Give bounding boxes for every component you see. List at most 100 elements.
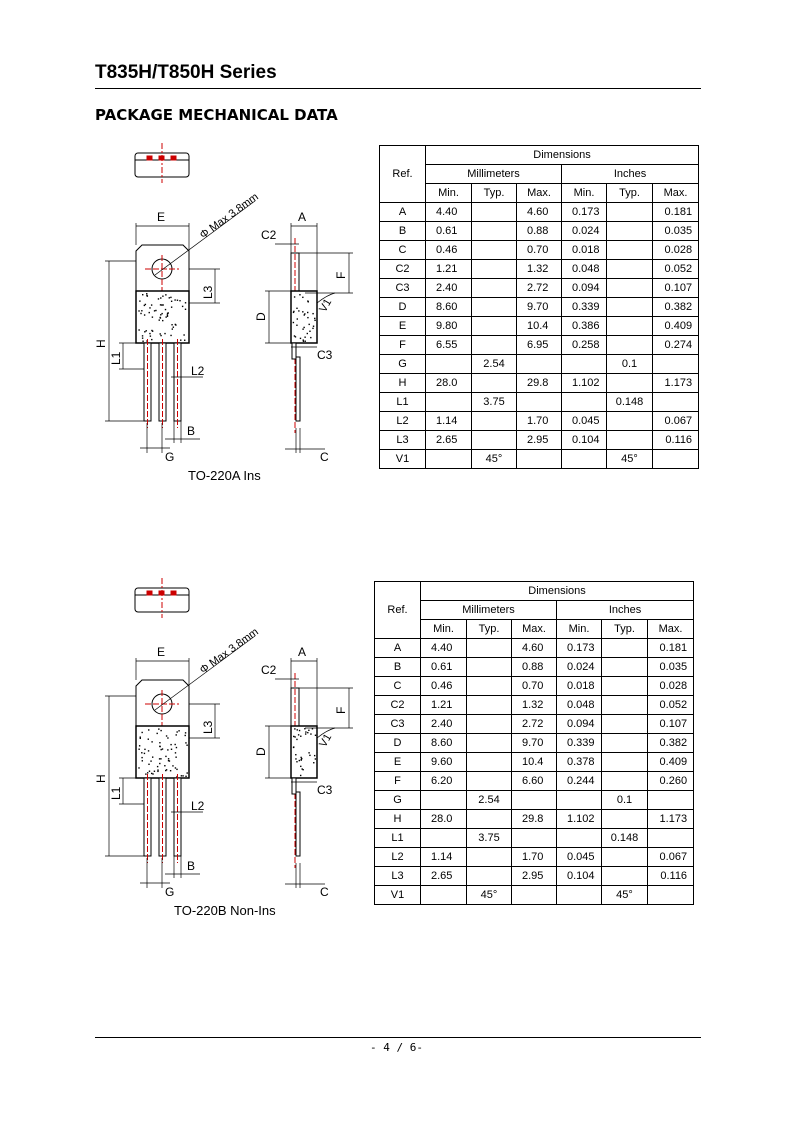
table-ref-cell: B [379,221,426,241]
table-head-mm: Millimeters [420,600,557,620]
table-cell [471,202,517,222]
table-cell [471,278,517,298]
dim-label-c3: C3 [317,783,333,797]
table-cell: 29.8 [511,809,557,829]
table-cell [606,430,653,450]
table-ref-cell: A [379,202,426,222]
table-cell: 0.048 [556,695,602,715]
table-cell [601,733,648,753]
table-cell [471,373,517,393]
table-cell: 6.95 [516,335,562,355]
package-caption-2: TO-220B Non-Ins [174,903,276,918]
table-cell: 1.70 [516,411,562,431]
dim-label-g: G [165,450,174,464]
dim-label-l2: L2 [191,799,205,813]
table-cell [466,695,512,715]
table-cell: 0.88 [511,657,557,677]
table-cell: 28.0 [425,373,472,393]
table-cell [471,259,517,279]
dim-label-a: A [298,645,306,659]
table-ref-cell: D [379,297,426,317]
table-cell: 0.107 [646,714,695,734]
table-ref-cell: F [374,771,421,791]
table-cell [471,335,517,355]
dim-label-a: A [298,210,306,224]
table-cell: 9.80 [425,316,472,336]
dim-label-e: E [157,645,165,659]
table-cell: 45° [466,885,512,905]
table-subhead: Min. [556,619,602,639]
table-subhead: Max. [511,619,557,639]
table-ref-cell: G [374,790,421,810]
table-cell [511,790,557,810]
table-cell: 2.65 [425,430,472,450]
dim-label-c2: C2 [261,663,277,677]
footer-rule [95,1037,701,1038]
table-cell: 0.104 [556,866,602,886]
table-cell: 0.88 [516,221,562,241]
table-cell: 0.028 [651,240,700,260]
dim-label-phi: Φ Max 3.8mm [198,626,261,676]
table-cell: 2.72 [511,714,557,734]
table-ref-cell: E [379,316,426,336]
dimensions-table-2: Ref. Dimensions Millimeters Inches Min.T… [374,581,695,905]
table-cell [425,449,472,469]
table-cell [511,828,557,848]
table-ref-cell: F [379,335,426,355]
table-subhead: Max. [651,183,700,203]
table-cell [466,676,512,696]
table-cell: 1.14 [425,411,472,431]
table-subhead: Max. [516,183,562,203]
table-cell [420,828,467,848]
package-caption-1: TO-220A Ins [188,468,261,483]
header-rule [95,88,701,89]
table-subhead: Min. [561,183,607,203]
table-cell: 0.378 [556,752,602,772]
table-cell: 10.4 [516,316,562,336]
table-cell [601,638,648,658]
dim-label-c3: C3 [317,348,333,362]
table-cell: 0.181 [646,638,695,658]
table-cell: 8.60 [420,733,467,753]
dim-label-v1: V1 [317,297,334,315]
table-cell [466,866,512,886]
table-cell: 0.067 [646,847,695,867]
table-cell: 6.20 [420,771,467,791]
table-cell: 0.260 [646,771,695,791]
table-cell [606,240,653,260]
table-cell: 0.1 [606,354,653,374]
table-cell: 0.61 [425,221,472,241]
dim-label-v1: V1 [317,732,334,750]
table-cell [516,392,562,412]
table-cell [466,638,512,658]
table-cell [606,278,653,298]
table-cell: 0.70 [516,240,562,260]
table-cell: 1.70 [511,847,557,867]
table-cell [466,771,512,791]
table-cell: 0.1 [601,790,648,810]
dim-label-l3: L3 [201,285,215,299]
table-cell [606,202,653,222]
table-cell: 1.173 [651,373,700,393]
table-ref-cell: L3 [374,866,421,886]
table-cell: 0.382 [651,297,700,317]
table-cell [601,657,648,677]
dim-label-c: C [320,885,329,899]
table-subhead: Typ. [606,183,653,203]
table-subhead: Typ. [471,183,517,203]
table-cell: 2.95 [511,866,557,886]
table-cell [601,695,648,715]
table-cell: 0.035 [646,657,695,677]
table-cell [471,240,517,260]
table-cell: 0.181 [651,202,700,222]
table-cell: 0.46 [425,240,472,260]
table-cell [556,885,602,905]
table-cell: 45° [471,449,517,469]
